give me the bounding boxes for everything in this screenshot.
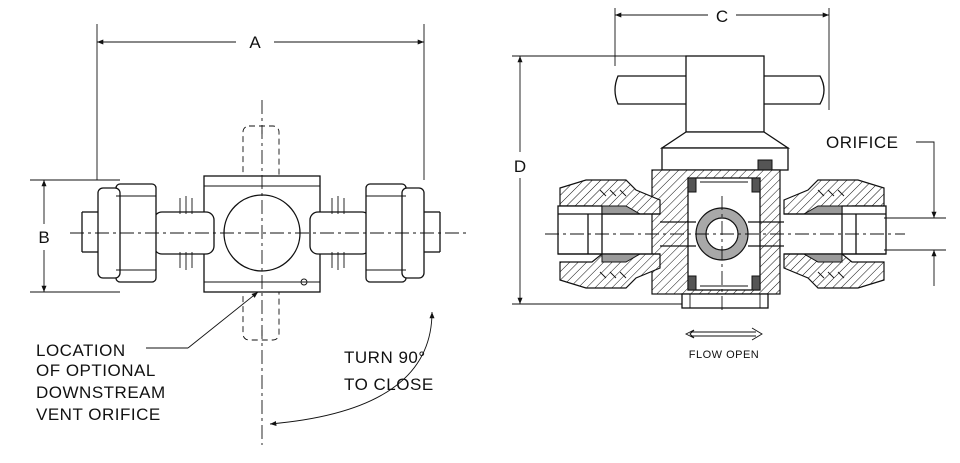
flow-direction: FLOW OPEN [684, 327, 763, 361]
right-fitting-section [783, 179, 887, 289]
turn-note-line-2: TO CLOSE [344, 375, 434, 394]
dimension-c-label: C [716, 7, 728, 26]
t-handle [614, 55, 825, 173]
flow-open-label: FLOW OPEN [689, 349, 760, 361]
rotation-arrow [269, 311, 435, 426]
turn-note-line-1: TURN 90° [344, 348, 426, 367]
valve-body-section [651, 169, 781, 309]
left-fitting-section [557, 179, 661, 289]
vent-note-line-1: LOCATION [36, 341, 126, 360]
section-view: C D [512, 7, 946, 361]
thread-left [179, 196, 193, 270]
dimension-b-label: B [38, 228, 49, 247]
dimension-a: A [96, 24, 425, 180]
dimension-b: B [30, 179, 120, 293]
turn-note: TURN 90° TO CLOSE [344, 348, 434, 394]
vent-orifice-mark [300, 278, 308, 286]
vent-note-line-2: OF OPTIONAL [36, 361, 156, 380]
orifice-label: ORIFICE [826, 133, 898, 152]
dimension-a-label: A [249, 33, 261, 52]
vent-note-line-4: VENT ORIFICE [36, 405, 161, 424]
top-view: A B [30, 24, 470, 445]
vent-note-line-3: DOWNSTREAM [36, 383, 166, 402]
vent-orifice-note: LOCATION OF OPTIONAL DOWNSTREAM VENT ORI… [36, 341, 166, 424]
dimension-d: D [512, 55, 700, 305]
dimension-d-label: D [514, 157, 526, 176]
orifice-callout: ORIFICE [826, 133, 946, 286]
thread-right [331, 196, 345, 270]
